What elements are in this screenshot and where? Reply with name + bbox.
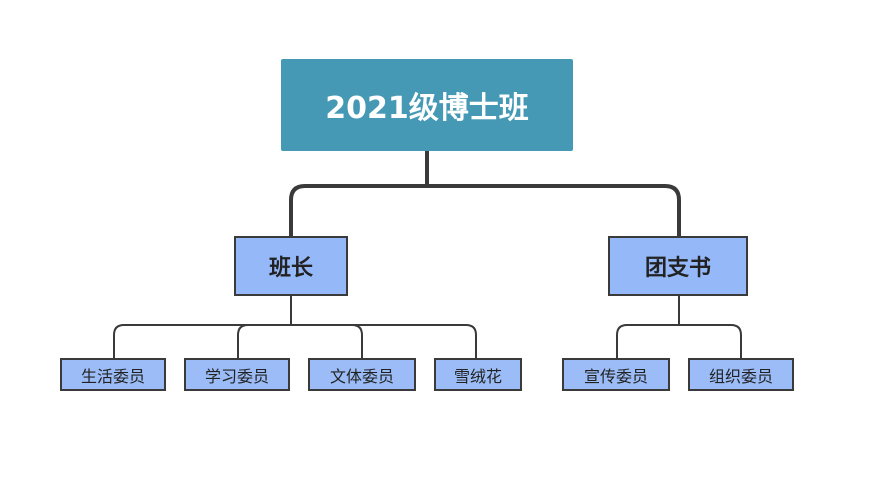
connector-league-to-members bbox=[616, 295, 742, 359]
node-label: 组织委员 bbox=[708, 366, 773, 386]
node-arts-sports-committee[interactable]: 文体委员 bbox=[308, 358, 416, 391]
node-label: 生活委员 bbox=[80, 366, 145, 386]
node-study-committee[interactable]: 学习委员 bbox=[184, 358, 290, 391]
connector-monitor-to-members bbox=[113, 295, 477, 359]
node-label: 学习委员 bbox=[204, 366, 269, 386]
node-label: 班长 bbox=[268, 256, 313, 281]
node-label: 团支书 bbox=[644, 256, 711, 281]
node-edelweiss[interactable]: 雪绒花 bbox=[434, 358, 522, 391]
connector-root-to-branches bbox=[289, 149, 681, 238]
node-label: 文体委员 bbox=[329, 366, 394, 386]
node-label: 雪绒花 bbox=[453, 366, 502, 386]
node-class-monitor[interactable]: 班长 bbox=[234, 236, 348, 296]
node-publicity-committee[interactable]: 宣传委员 bbox=[562, 358, 670, 391]
node-organization-committee[interactable]: 组织委员 bbox=[688, 358, 794, 391]
node-life-committee[interactable]: 生活委员 bbox=[60, 358, 166, 391]
node-league-secretary[interactable]: 团支书 bbox=[608, 236, 748, 296]
node-label: 宣传委员 bbox=[583, 366, 648, 386]
root-node[interactable]: 2021级博士班 bbox=[281, 59, 573, 151]
root-node-label: 2021级博士班 bbox=[325, 91, 529, 126]
